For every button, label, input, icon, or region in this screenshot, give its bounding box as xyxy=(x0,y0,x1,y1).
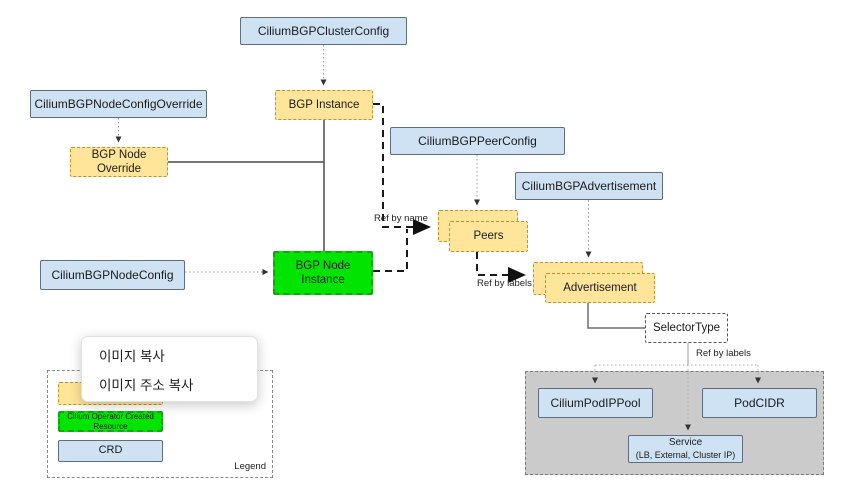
node-bgp-node-instance: BGP Node Instance xyxy=(273,251,373,295)
legend-title: Legend xyxy=(234,461,266,472)
edge-peers-refbylabels-advertisement xyxy=(476,252,526,283)
menu-item-copy-image-address[interactable]: 이미지 주소 복사 xyxy=(99,377,194,393)
node-cilium-bgp-cluster-config: CiliumBGPClusterConfig xyxy=(240,17,407,45)
context-menu: 이미지 복사 이미지 주소 복사 xyxy=(81,336,258,402)
node-cilium-bgp-peer-config: CiliumBGPPeerConfig xyxy=(390,127,565,155)
edge-advertisement-to-selectortype xyxy=(587,303,645,329)
node-cilium-bgp-node-config: CiliumBGPNodeConfig xyxy=(40,260,185,290)
node-advertisement: Advertisement xyxy=(545,273,655,303)
node-pod-cidr: PodCIDR xyxy=(702,388,817,418)
edge-label-ref-by-labels-selector: Ref by labels xyxy=(696,348,751,359)
edge-label-ref-by-labels-peers: Ref by labels xyxy=(477,278,532,289)
node-service: Service (LB, External, Cluster IP) xyxy=(628,435,743,463)
edge-bgpnodeinstance-join-refbyname xyxy=(373,229,408,272)
legend-item-operator-resource: Cilium Operator Created Resource xyxy=(58,411,163,432)
node-cilium-pod-ip-pool: CiliumPodIPPool xyxy=(538,388,653,418)
node-bgp-instance: BGP Instance xyxy=(275,90,373,120)
node-cilium-bgp-advertisement: CiliumBGPAdvertisement xyxy=(515,172,663,200)
node-bgp-node-override: BGP Node Override xyxy=(70,147,168,177)
edge-label-ref-by-name: Ref by name xyxy=(374,213,428,224)
menu-item-copy-image[interactable]: 이미지 복사 xyxy=(99,348,165,364)
node-selector-type: SelectorType xyxy=(645,313,728,343)
node-cilium-bgp-node-config-override: CiliumBGPNodeConfigOverride xyxy=(30,90,207,118)
edge-bgpinstance-refbyname-peers xyxy=(373,103,431,235)
service-detail-label: (LB, External, Cluster IP) xyxy=(635,449,736,460)
node-peers: Peers xyxy=(449,221,528,252)
legend-item-crd: CRD xyxy=(58,440,163,462)
service-label: Service xyxy=(668,437,703,449)
